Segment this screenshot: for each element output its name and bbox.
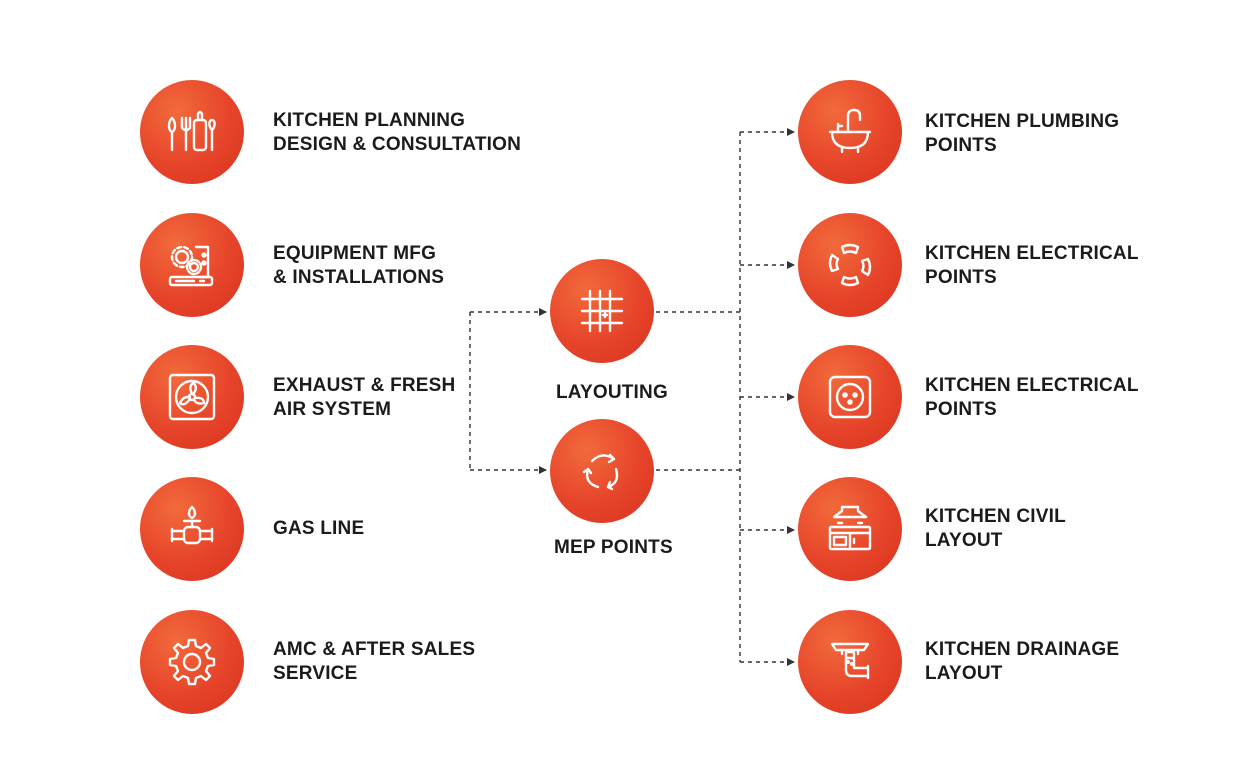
service-label: EQUIPMENT MFG& INSTALLATIONS [273,243,445,288]
sink-faucet-icon [798,80,902,184]
exhaust-fan-icon [140,345,244,449]
equipment-gears-icon [140,213,244,317]
grid-icon [550,259,654,363]
gear-icon [140,610,244,714]
power-socket-icon [798,345,902,449]
cycle-arrows-icon [550,419,654,523]
service-label: GAS LINE [273,518,365,539]
circular-arrows-icon [798,213,902,317]
kitchen-utensils-icon [140,80,244,184]
stage-label: LAYOUTING [556,382,668,403]
stove-hood-icon [798,477,902,581]
drain-pipe-icon [798,610,902,714]
gas-valve-icon [140,477,244,581]
stage-label: MEP POINTS [554,537,673,558]
